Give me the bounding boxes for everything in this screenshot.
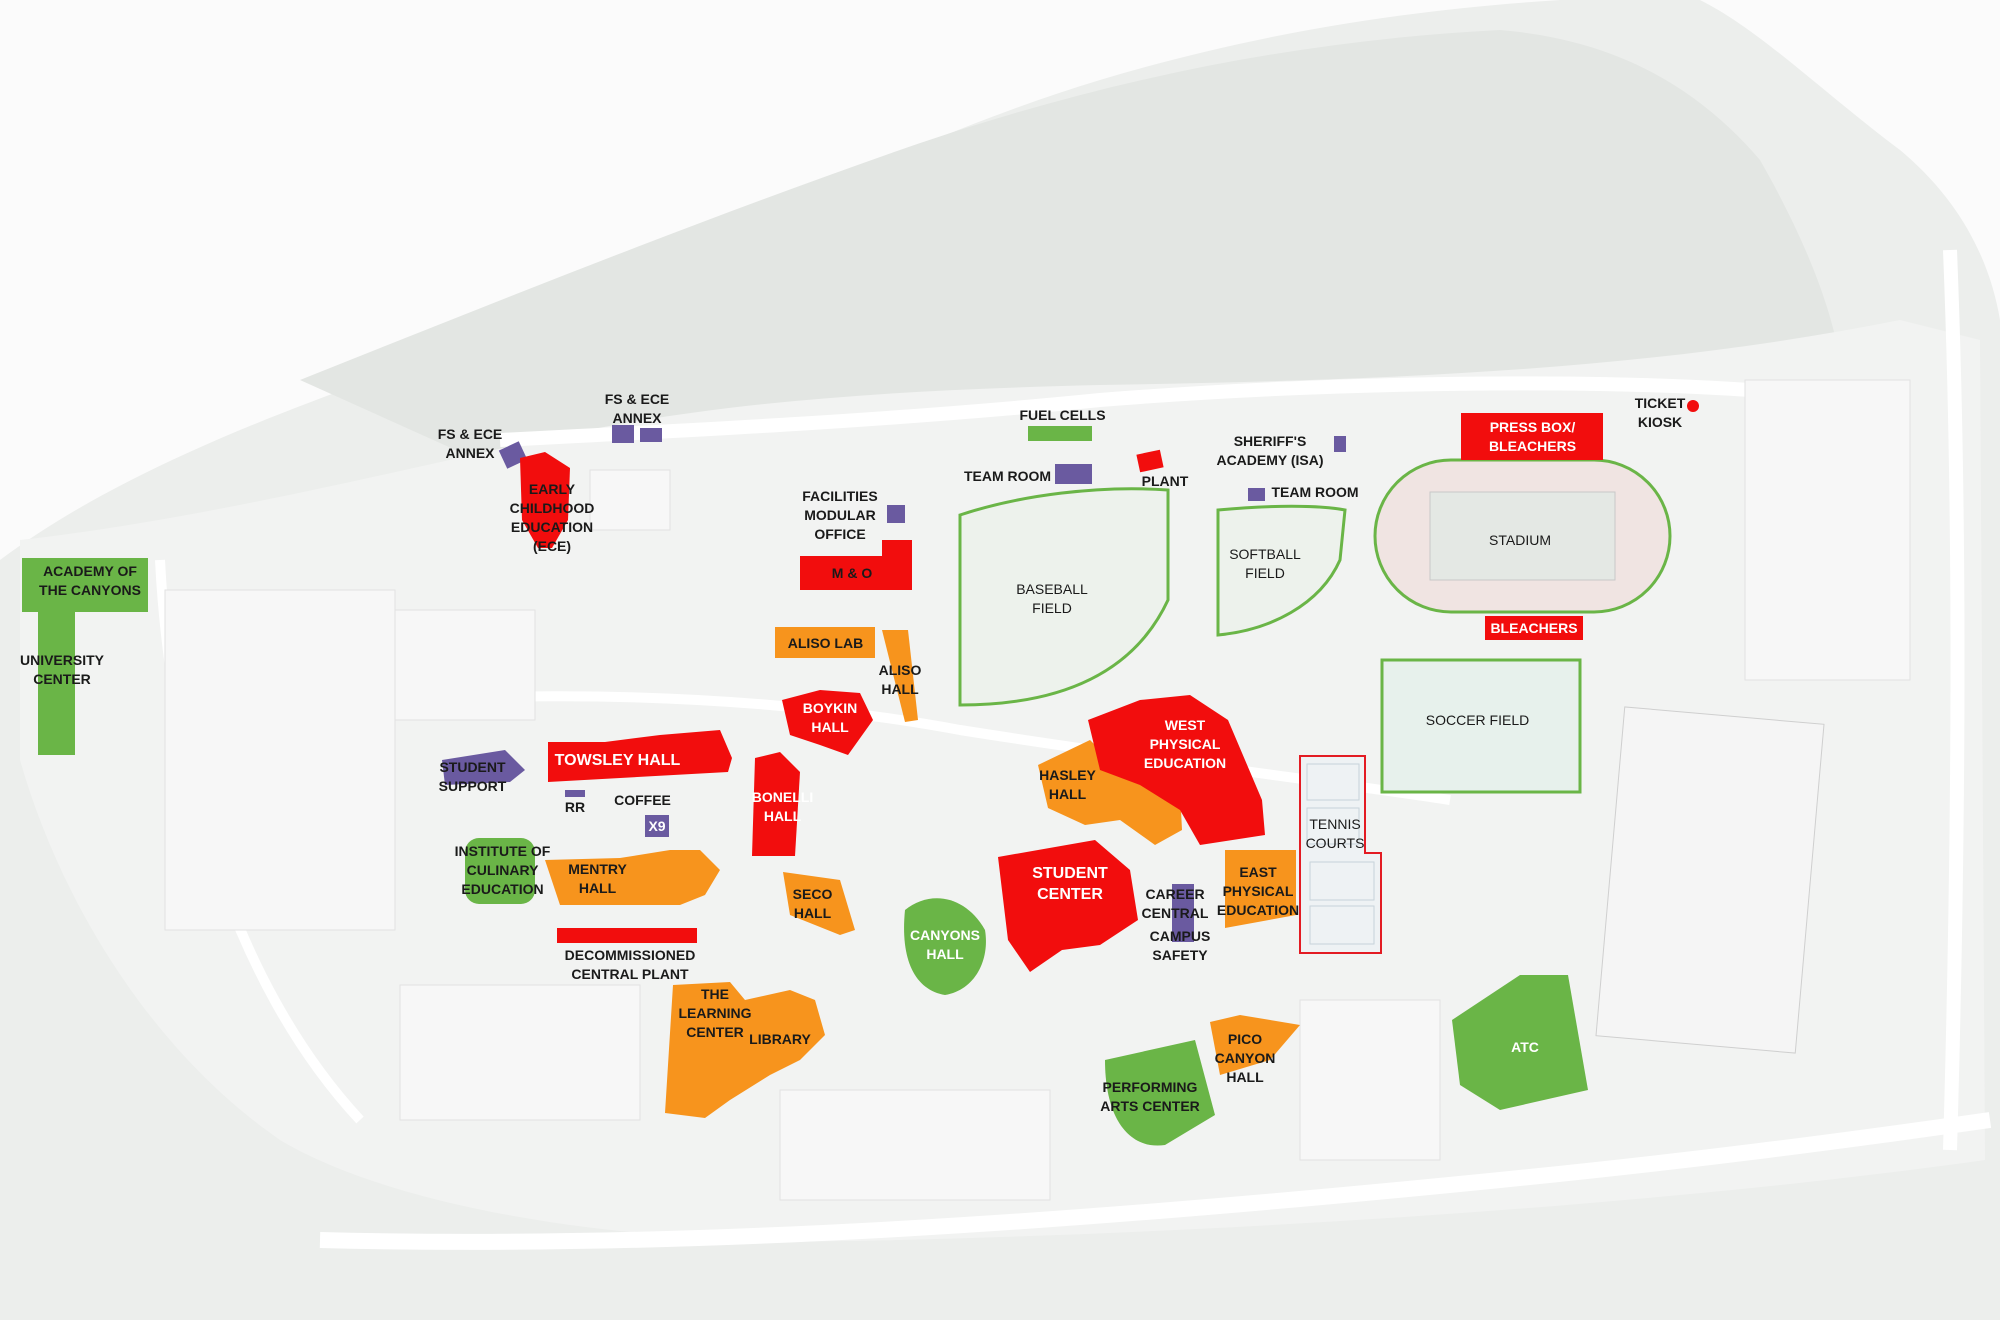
aliso-hall-building	[882, 630, 918, 722]
aliso-lab-building	[775, 627, 875, 658]
sheriffs-academy-building	[1334, 436, 1346, 452]
parking-lot-south	[779, 1089, 1051, 1201]
culinary-building	[465, 838, 535, 904]
plant-building	[1136, 449, 1164, 473]
tennis-court-2	[1306, 807, 1360, 845]
seco-hall-building	[783, 872, 855, 935]
east-pe-building	[1225, 850, 1296, 928]
east-road	[1943, 249, 1965, 1151]
rr-building	[565, 790, 585, 797]
hasley-hall-building	[1038, 740, 1182, 845]
student-center-building	[998, 840, 1138, 972]
parking-structure	[1595, 706, 1825, 1054]
parking-lot-ece	[589, 469, 671, 531]
career-central-building	[1172, 884, 1194, 942]
bonelli-hall-building	[752, 752, 800, 856]
ring-road-north	[499, 376, 1751, 447]
canyons-hall-building	[904, 898, 986, 995]
west-pe-building	[1088, 695, 1265, 845]
soccer-field-shape	[1380, 658, 1582, 794]
fs-ece-annex-top-building-2	[640, 428, 662, 442]
ece-building	[520, 452, 570, 548]
ring-road-south	[319, 1112, 1992, 1250]
parking-lot-southeast	[1299, 999, 1441, 1161]
stadium-infield	[1429, 491, 1616, 581]
m-and-o-building	[800, 540, 912, 590]
student-support-building	[442, 750, 525, 785]
learning-center-library-building	[665, 982, 825, 1118]
press-box-building	[1461, 413, 1603, 460]
atc-building	[1452, 975, 1588, 1110]
performing-arts-building	[1105, 1040, 1215, 1146]
mentry-hall-building	[545, 850, 720, 905]
academy-university-center-building	[22, 558, 148, 755]
bleachers-building	[1485, 616, 1583, 640]
x9-building	[645, 815, 669, 837]
fs-ece-annex-left-building	[498, 441, 528, 469]
softball-field-shape	[1216, 504, 1347, 637]
parking-lot-west	[164, 589, 396, 931]
tennis-courts-outline	[1299, 755, 1382, 954]
towsley-hall-building	[548, 730, 732, 782]
tennis-court-4	[1309, 905, 1375, 945]
boykin-hall-building	[782, 690, 873, 755]
fs-ece-annex-top-building-1	[612, 425, 634, 443]
team-room-baseball-building	[1055, 464, 1092, 484]
parking-lot-north	[394, 609, 536, 721]
parking-lot-east	[1744, 379, 1911, 681]
baseball-field-shape	[958, 487, 1170, 707]
pico-canyon-hall-building	[1210, 1015, 1300, 1075]
fuel-cells-building	[1028, 426, 1092, 441]
parking-lot-southwest	[399, 984, 641, 1121]
facilities-modular-office-building	[887, 505, 905, 523]
team-room-softball-building	[1248, 488, 1265, 501]
tennis-court-3	[1309, 861, 1375, 901]
decommissioned-central-plant-building	[557, 928, 697, 943]
upper-slope	[300, 30, 1840, 470]
tennis-court-1	[1306, 763, 1360, 801]
ticket-kiosk-marker	[1687, 400, 1699, 412]
